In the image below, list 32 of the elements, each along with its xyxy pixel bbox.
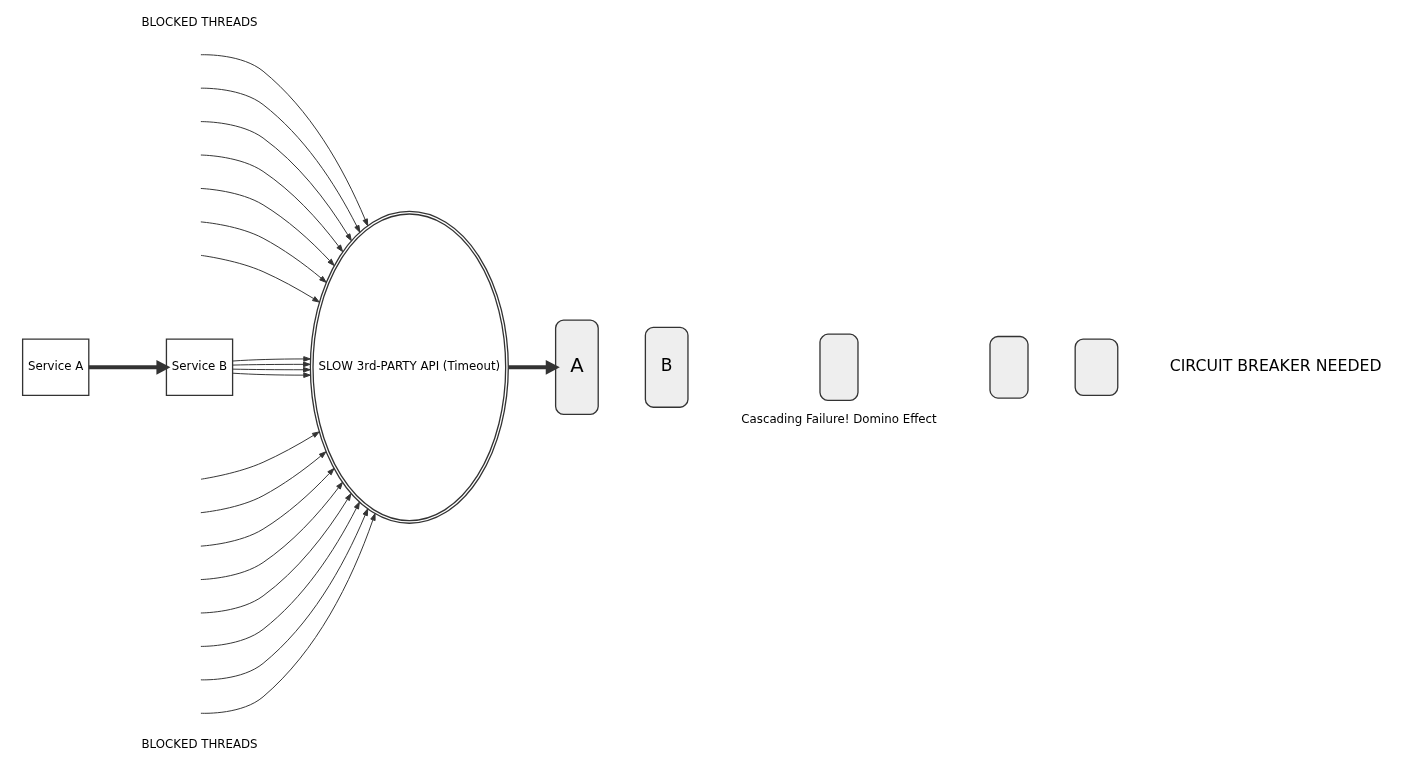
node-box: Service A [21,338,89,397]
arrow [199,221,327,283]
node-box: B [644,326,689,408]
label: CIRCUIT BREAKER NEEDED [1169,356,1382,376]
node-box: Service B [165,338,233,397]
node-box [988,335,1029,399]
arrow [199,87,360,233]
label: Cascading Failure! Domino Effect [740,411,937,426]
node-box [818,333,859,402]
node-box: A [554,319,599,416]
node-box [1074,338,1118,397]
arrow [199,513,376,714]
arrow [231,366,311,373]
arrow [231,361,311,368]
arrow [199,481,343,581]
arrow [199,121,352,242]
arrow [199,54,368,227]
arrow [200,431,320,480]
arrow [199,501,360,647]
arrow [200,254,320,303]
arrow [199,154,343,253]
arrow [199,187,335,266]
arrow [199,468,334,547]
arrow [88,359,170,375]
arrow [199,493,351,614]
arrow [199,451,326,514]
arrow [508,359,560,375]
label: BLOCKED THREADS [141,737,258,752]
arrow [231,356,311,362]
arrow [231,372,311,378]
label: BLOCKED THREADS [141,14,258,29]
arrow [199,508,368,681]
